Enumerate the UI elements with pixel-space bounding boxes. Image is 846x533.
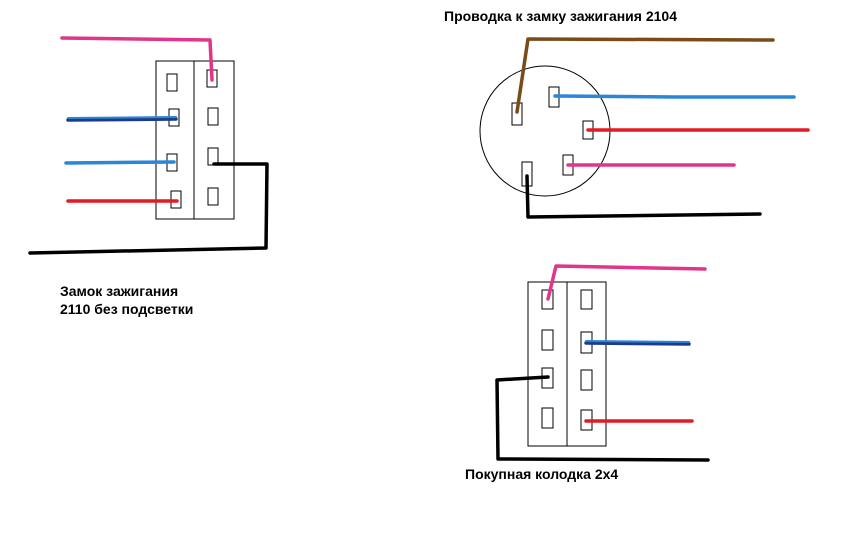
purchased-2x4-wires [495,264,710,462]
purchased-2x4-connector [527,281,607,447]
connector-2110-body [155,60,235,220]
round-2104-wires [515,37,810,219]
pin-2110-r4 [207,187,219,206]
ignition-2110-connector [155,60,235,220]
wire-2110-pink [60,36,214,82]
pin-2x4-l1 [541,289,554,310]
pin-2x4-r1 [580,289,593,310]
pin-2110-r2 [207,107,219,126]
pin-2x4-l4 [541,407,554,429]
pin-2x4-r3 [580,369,593,391]
wire-2104-blue [553,94,796,99]
wire-2x4-black [495,375,710,462]
wire-2110-dark-blue [66,117,178,122]
wire-2x4-dark-blue-highlight [585,340,690,343]
wire-2104-brown [515,37,775,114]
wiring-2104-title: Проводка к замку зажигания 2104 [444,8,677,24]
ignition-2110-wires [28,36,269,255]
ignition-2110-title-line2: 2110 без подсветки [60,301,194,317]
connector-2x4-title: Покупная колодка 2х4 [465,466,619,482]
wire-2x4-dark-blue [584,341,691,346]
pin-2x4-l2 [541,329,554,351]
wire-2104-black [525,174,762,219]
wire-2x4-pink [546,264,707,301]
ignition-2110-title-line1: Замок зажигания [60,283,179,299]
pin-2110-l1 [166,73,178,92]
wire-2110-blue [64,160,176,165]
wire-2110-dark-blue-highlight [67,116,177,119]
wire-2110-black [28,162,269,255]
